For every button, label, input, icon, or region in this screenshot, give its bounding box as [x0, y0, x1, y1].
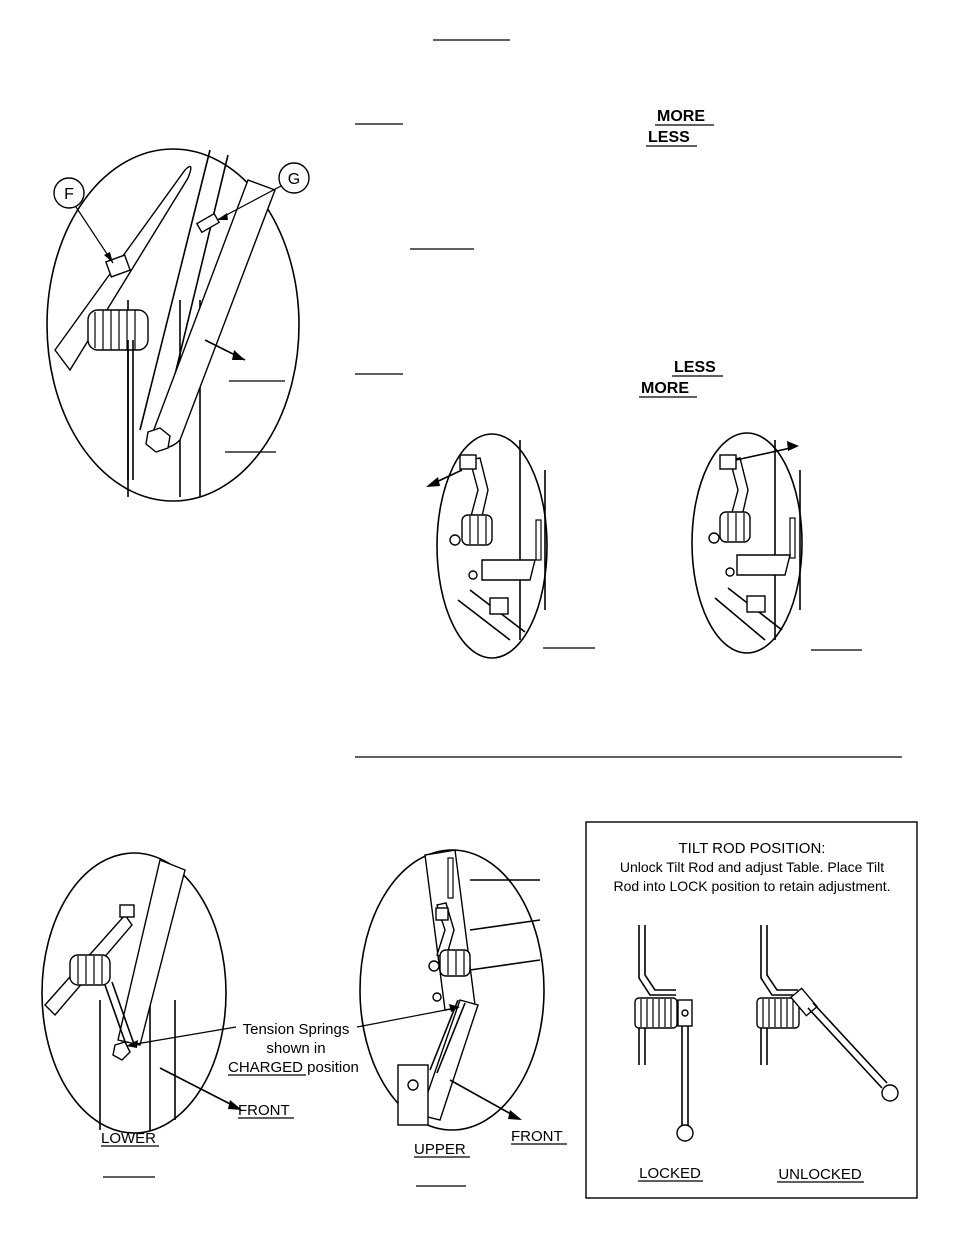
callout-g: G	[216, 162, 310, 221]
lower-label: LOWER	[101, 1130, 156, 1147]
unlocked-rod-diagram	[756, 925, 899, 1102]
less-label-top: LESS	[648, 129, 690, 146]
front-label-right: FRONT	[511, 1128, 563, 1145]
locked-rod-diagram	[634, 925, 694, 1142]
blank-underlines	[103, 39, 862, 1187]
tilt-box-line2: Rod into LOCK position to retain adjustm…	[613, 878, 890, 894]
more-label-top: MORE	[657, 108, 705, 125]
callout-f: F	[53, 177, 114, 264]
less-label-bottom: LESS	[674, 359, 716, 376]
detail-oval-middle-left	[426, 433, 548, 659]
tilt-rod-box: TILT ROD POSITION: Unlock Tilt Rod and a…	[585, 821, 918, 1199]
tilt-box-line1: Unlock Tilt Rod and adjust Table. Place …	[620, 859, 884, 875]
svg-text:G: G	[288, 171, 300, 188]
upper-label: UPPER	[414, 1141, 466, 1158]
tension-spring-leaders	[126, 1004, 460, 1048]
svg-text:F: F	[64, 186, 74, 203]
upper-spring-oval	[359, 849, 545, 1131]
lower-spring-oval	[41, 852, 242, 1134]
front-label-left: FRONT	[238, 1102, 290, 1119]
more-label-bottom: MORE	[641, 380, 689, 397]
detail-oval-middle-right	[691, 432, 803, 654]
tension-springs-label: Tension Springs	[243, 1021, 350, 1038]
charged-position-label: CHARGED position	[228, 1059, 359, 1076]
shown-in-label: shown in	[266, 1040, 325, 1057]
tilt-box-title: TILT ROD POSITION:	[679, 840, 826, 857]
locked-label: LOCKED	[639, 1165, 701, 1182]
detail-oval-top-left	[46, 148, 300, 502]
unlocked-label: UNLOCKED	[778, 1166, 862, 1183]
spring-coil	[87, 309, 149, 351]
